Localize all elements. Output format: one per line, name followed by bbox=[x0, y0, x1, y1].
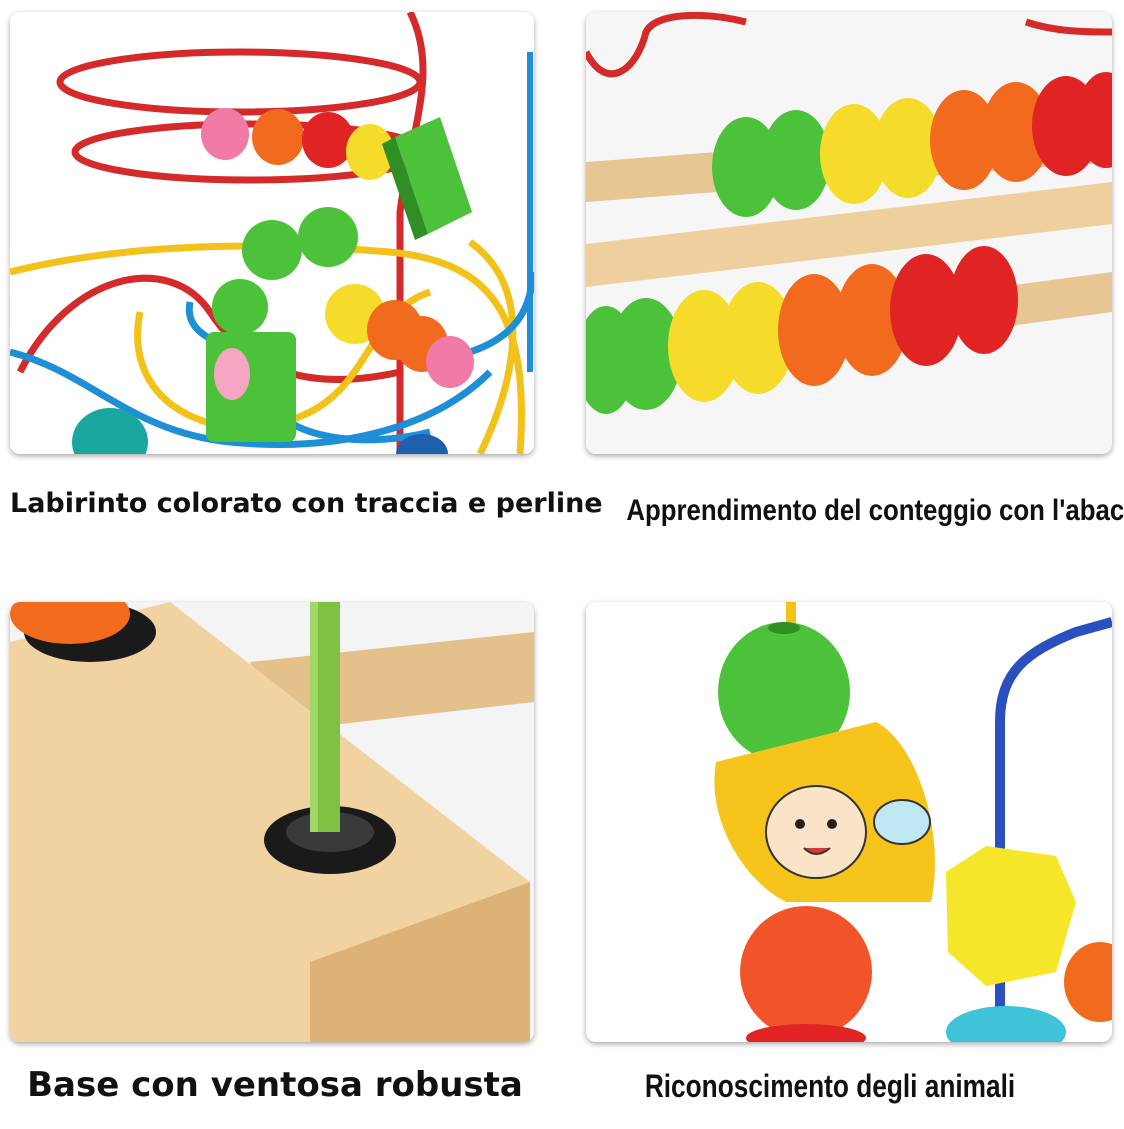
caption-bead-maze: Labirinto colorato con traccia e perline bbox=[10, 488, 603, 519]
photo-bead-maze bbox=[10, 12, 534, 454]
abacus-illustration bbox=[586, 12, 1112, 454]
caption-bee-bead: Riconoscimento degli animali bbox=[644, 1068, 1016, 1104]
caption-abacus: Apprendimento del conteggio con l'abaco bbox=[626, 494, 1124, 527]
suction-base-illustration bbox=[10, 602, 534, 1042]
bee-bead-illustration bbox=[586, 602, 1112, 1042]
bead-maze-illustration bbox=[10, 12, 534, 454]
photo-suction-base bbox=[10, 602, 534, 1042]
photo-bee-bead bbox=[586, 602, 1112, 1042]
photo-abacus bbox=[586, 12, 1112, 454]
caption-suction-base: Base con ventosa robusta bbox=[27, 1065, 523, 1105]
